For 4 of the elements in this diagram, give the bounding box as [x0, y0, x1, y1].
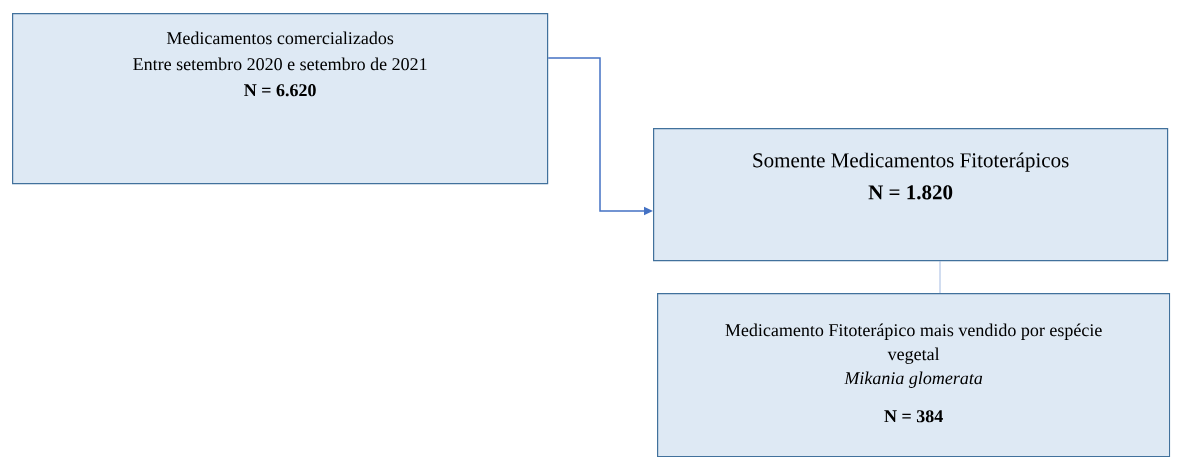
- flow-box: Medicamentos comercializados Entre setembro 2020 e setembro de 2021 N = 6.620: [12, 13, 549, 185]
- flow-box: Medicamento Fitoterápico mais vendido por espécie vegetal Mikania glomerata N = 384: [657, 293, 1171, 457]
- connector: [939, 260, 941, 294]
- flow-box: Somente Medicamentos Fitoterápicos N = 1.820: [653, 128, 1169, 262]
